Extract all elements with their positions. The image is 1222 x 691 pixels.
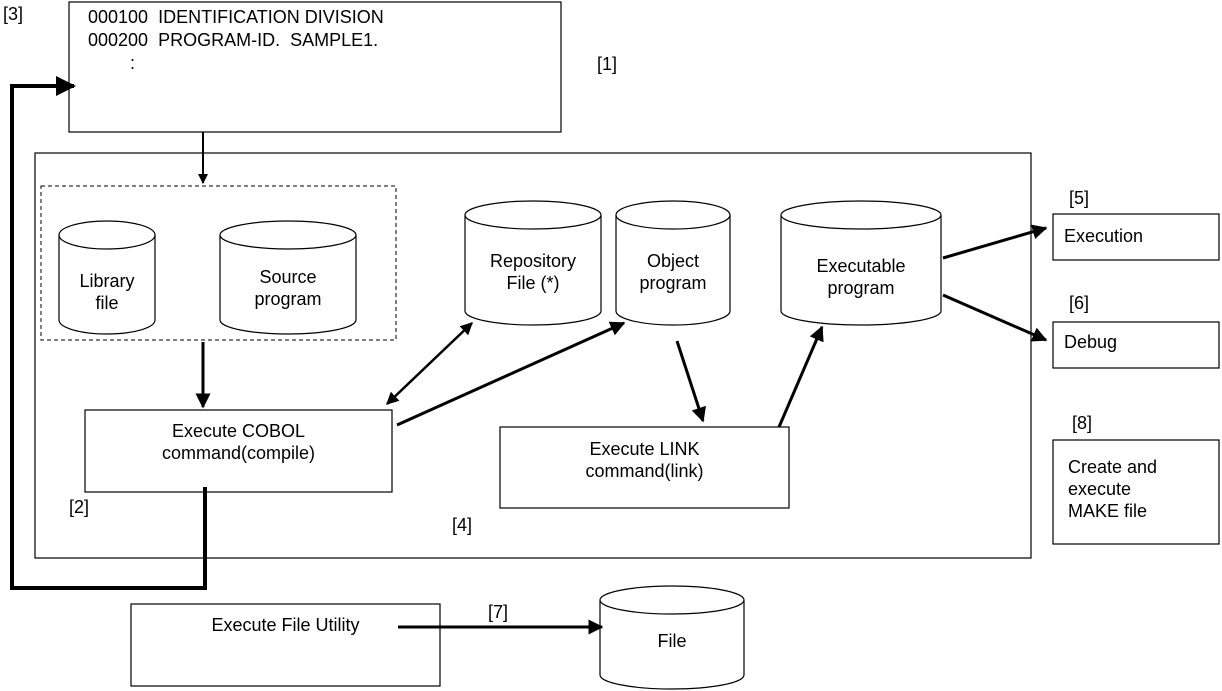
label-2: [2] [69, 497, 90, 517]
label-7: [7] [488, 602, 509, 622]
repository-file-cylinder [464, 200, 602, 326]
executable-program-cylinder [780, 200, 942, 326]
source-line-3: : [130, 53, 136, 73]
arrow-executable-to-debug [942, 293, 1048, 342]
arrow-compile-loop-back [10, 76, 207, 590]
object-program-cylinder [615, 200, 731, 326]
library-file-cylinder [58, 220, 156, 335]
file-utility-label: Execute File Utility [211, 615, 360, 635]
file-cylinder [599, 585, 745, 690]
source-code-box [68, 1, 562, 133]
input-files-group [40, 185, 397, 341]
file-utility-box [130, 603, 441, 687]
label-8: [8] [1072, 413, 1093, 433]
arrow-executable-to-execution [942, 224, 1048, 260]
label-6: [6] [1069, 293, 1090, 313]
label-3: [3] [3, 4, 24, 24]
arrow-compile-to-object [396, 321, 626, 427]
execution-box [1052, 213, 1220, 261]
debug-box [1052, 321, 1220, 369]
label-1: [1] [597, 54, 618, 74]
execution-label: Execution [1064, 226, 1144, 246]
source-line-1: 000100 IDENTIFICATION DIVISION [88, 7, 384, 27]
file-label: File [657, 631, 687, 651]
label-4: [4] [452, 515, 473, 535]
make-file-box [1052, 439, 1220, 545]
debug-label: Debug [1064, 332, 1118, 352]
label-5: [5] [1069, 188, 1090, 208]
arrow-compile-repository [386, 322, 473, 405]
source-line-2: 000200 PROGRAM-ID. SAMPLE1. [88, 30, 379, 50]
arrow-link-to-executable [777, 325, 824, 428]
arrow-object-to-link [675, 340, 706, 423]
source-program-cylinder [219, 220, 357, 335]
link-command-box [499, 426, 790, 509]
compile-command-box [84, 409, 393, 493]
